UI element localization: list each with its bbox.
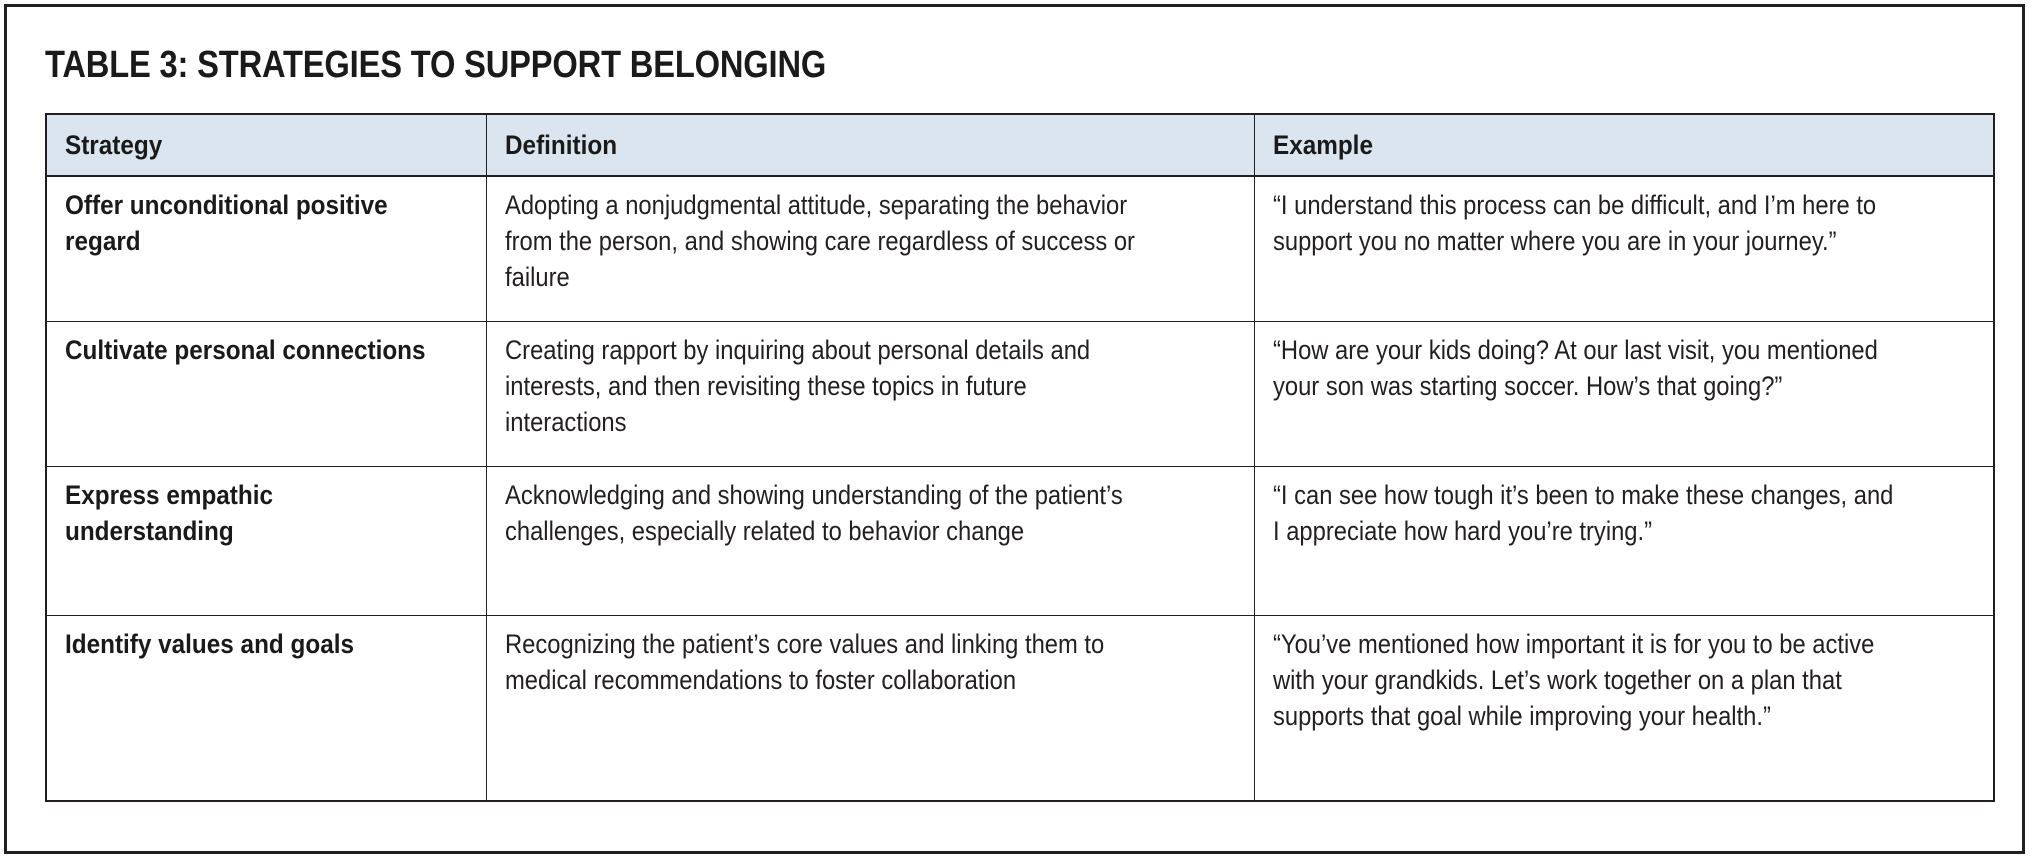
- page-title: TABLE 3: STRATEGIES TO SUPPORT BELONGING: [45, 44, 827, 86]
- definition-text: Creating rapport by inquiring about pers…: [504, 335, 1090, 437]
- table-cell-definition: Recognizing the patient’s core values an…: [485, 615, 1255, 802]
- table-cell-definition: Adopting a nonjudgmental attitude, separ…: [485, 175, 1255, 322]
- table-cell-strategy: Offer unconditional positive regard: [45, 175, 487, 322]
- table-cell-strategy: Cultivate personal connections: [45, 321, 487, 467]
- definition-text: Recognizing the patient’s core values an…: [504, 629, 1104, 695]
- table-cell-example: “How are your kids doing? At our last vi…: [1253, 321, 1995, 467]
- table-cell-example: “I can see how tough it’s been to make t…: [1253, 466, 1995, 616]
- page-frame: TABLE 3: STRATEGIES TO SUPPORT BELONGING…: [4, 4, 2025, 854]
- table-cell-example: “You’ve mentioned how important it is fo…: [1253, 615, 1995, 802]
- definition-text: Adopting a nonjudgmental attitude, separ…: [504, 190, 1135, 292]
- example-text: “I can see how tough it’s been to make t…: [1272, 480, 1893, 546]
- table-row: Identify values and goals Recognizing th…: [45, 615, 1995, 802]
- table-cell-example: “I understand this process can be diffic…: [1253, 175, 1995, 322]
- column-header-definition: Definition: [485, 113, 1255, 177]
- strategy-text: Offer unconditional positive regard: [65, 190, 388, 256]
- column-header-example: Example: [1253, 113, 1995, 177]
- table-cell-strategy: Identify values and goals: [45, 615, 487, 802]
- table-cell-definition: Acknowledging and showing understanding …: [485, 466, 1255, 616]
- strategy-text: Express empathic understanding: [65, 480, 273, 546]
- column-header-example-label: Example: [1272, 130, 1373, 160]
- strategy-text: Cultivate personal connections: [65, 335, 426, 365]
- table-row: Cultivate personal connections Creating …: [45, 321, 1995, 467]
- example-text: “How are your kids doing? At our last vi…: [1272, 335, 1878, 401]
- example-text: “I understand this process can be diffic…: [1272, 190, 1876, 256]
- definition-text: Acknowledging and showing understanding …: [504, 480, 1123, 546]
- column-header-definition-label: Definition: [504, 130, 617, 160]
- column-header-strategy: Strategy: [45, 113, 487, 177]
- table-body: Offer unconditional positive regard Adop…: [45, 175, 1995, 802]
- table-cell-definition: Creating rapport by inquiring about pers…: [485, 321, 1255, 467]
- strategies-table: Strategy Definition Example Offer uncond…: [45, 113, 1995, 802]
- table-figure: TABLE 3: STRATEGIES TO SUPPORT BELONGING…: [45, 35, 1995, 821]
- example-text: “You’ve mentioned how important it is fo…: [1272, 629, 1874, 731]
- column-header-strategy-label: Strategy: [65, 130, 163, 160]
- table-cell-strategy: Express empathic understanding: [45, 466, 487, 616]
- table-header: Strategy Definition Example: [45, 113, 1995, 177]
- table-row: Express empathic understanding Acknowled…: [45, 466, 1995, 616]
- table-header-row: Strategy Definition Example: [45, 113, 1995, 177]
- strategy-text: Identify values and goals: [65, 629, 354, 659]
- table-row: Offer unconditional positive regard Adop…: [45, 175, 1995, 322]
